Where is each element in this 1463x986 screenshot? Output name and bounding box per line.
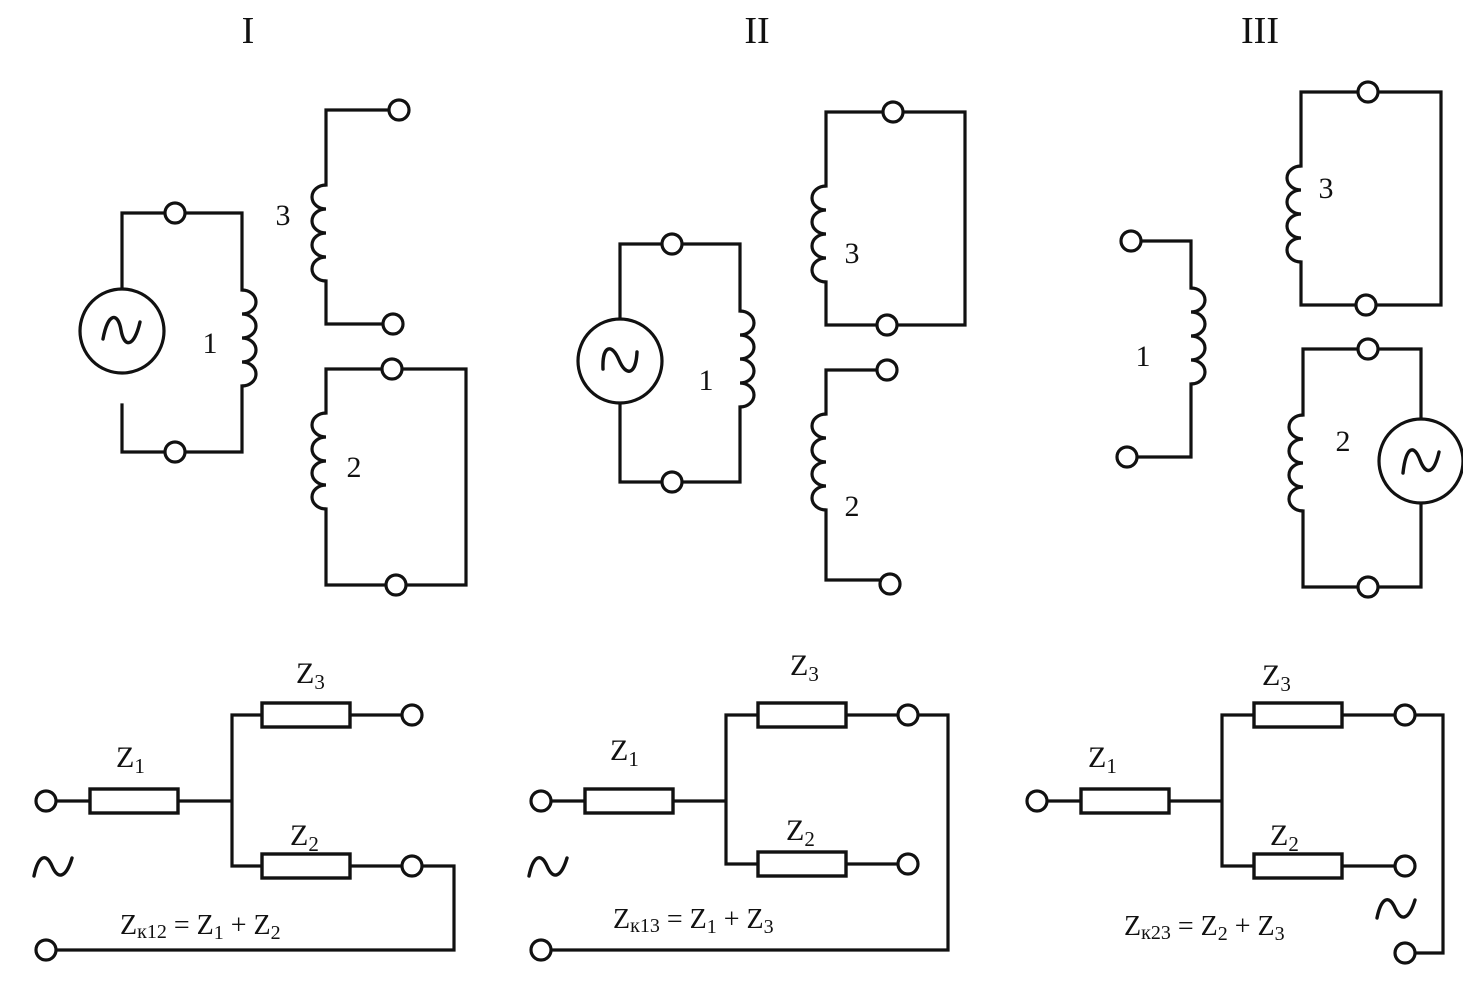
impedance-z3 bbox=[1252, 701, 1344, 729]
impedance-z2 bbox=[1252, 852, 1344, 880]
winding-3-circuit bbox=[324, 108, 401, 326]
panel-1-schematic: I 1 3 2 bbox=[78, 10, 468, 597]
terminal-icon bbox=[1356, 575, 1380, 599]
z3-label: Z3 bbox=[296, 657, 325, 694]
terminal-icon bbox=[660, 470, 684, 494]
inductor-coil-icon bbox=[310, 411, 327, 511]
terminal-icon bbox=[1354, 293, 1378, 317]
terminal-icon bbox=[1025, 789, 1049, 813]
ac-source-icon bbox=[1377, 417, 1463, 505]
short-circuit-impedance-formula: Zк13 = Z1 + Z3 bbox=[613, 904, 774, 938]
winding-1-circuit bbox=[120, 211, 244, 454]
z3-label: Z3 bbox=[790, 649, 819, 686]
ac-source-icon bbox=[78, 287, 166, 375]
coil-label-3: 3 bbox=[845, 237, 860, 270]
coil-label-1: 1 bbox=[203, 327, 218, 360]
equivalent-circuit-wires bbox=[1035, 713, 1445, 955]
terminal-icon bbox=[1356, 337, 1380, 361]
terminal-icon bbox=[381, 312, 405, 336]
panel-title: I bbox=[242, 10, 255, 52]
terminal-icon bbox=[400, 854, 424, 878]
z2-label: Z2 bbox=[290, 819, 319, 856]
terminal-icon bbox=[1115, 445, 1139, 469]
ac-source-icon bbox=[576, 317, 664, 405]
coil-label-3: 3 bbox=[276, 199, 291, 232]
z3-label: Z3 bbox=[1262, 659, 1291, 696]
coil-label-1: 1 bbox=[1136, 340, 1151, 373]
impedance-z2 bbox=[756, 850, 848, 878]
panel-2-equivalent-circuit: Z1 Z3 Z2 Zк13 = Z1 + Z3 bbox=[527, 649, 950, 962]
short-circuit-impedance-formula: Zк23 = Z2 + Z3 bbox=[1124, 911, 1285, 945]
terminal-icon bbox=[1393, 941, 1417, 965]
coil-label-2: 2 bbox=[845, 490, 860, 523]
terminal-icon bbox=[875, 358, 899, 382]
winding-1-circuit bbox=[1125, 239, 1193, 459]
panel-title: III bbox=[1241, 10, 1279, 52]
equivalent-circuit-wires bbox=[44, 713, 456, 952]
z1-label: Z1 bbox=[610, 734, 639, 771]
z1-label: Z1 bbox=[1088, 741, 1117, 778]
panel-3-equivalent-circuit: Z1 Z3 Z2 Zк23 = Z2 + Z3 bbox=[1025, 659, 1445, 965]
inductor-coil-icon bbox=[810, 412, 827, 512]
equivalent-circuit-wires bbox=[539, 713, 950, 952]
terminal-icon bbox=[34, 789, 58, 813]
winding-3-circuit bbox=[824, 110, 967, 327]
short-circuit-impedance-formula: Zк12 = Z1 + Z2 bbox=[120, 910, 281, 944]
panel-1-equivalent-circuit: Z1 Z3 Z2 Zк12 = Z1 + Z2 bbox=[32, 657, 456, 962]
coil-label-3: 3 bbox=[1319, 172, 1334, 205]
terminal-icon bbox=[163, 201, 187, 225]
inductor-coil-icon bbox=[310, 183, 327, 283]
impedance-z3 bbox=[756, 701, 848, 729]
ac-symbol-icon bbox=[527, 856, 569, 878]
coil-label-2: 2 bbox=[347, 451, 362, 484]
terminal-icon bbox=[380, 357, 404, 381]
terminal-icon bbox=[896, 852, 920, 876]
terminal-icon bbox=[387, 98, 411, 122]
inductor-coil-icon bbox=[1190, 286, 1207, 386]
z2-label: Z2 bbox=[1270, 819, 1299, 856]
winding-2-circuit bbox=[324, 367, 468, 587]
terminal-icon bbox=[896, 703, 920, 727]
terminal-icon bbox=[875, 313, 899, 337]
z1-label: Z1 bbox=[116, 741, 145, 778]
terminal-icon bbox=[163, 440, 187, 464]
inductor-coil-icon bbox=[1285, 164, 1302, 264]
coil-label-2: 2 bbox=[1336, 425, 1351, 458]
terminal-icon bbox=[660, 232, 684, 256]
winding-2-circuit bbox=[824, 368, 892, 582]
terminal-icon bbox=[529, 938, 553, 962]
terminal-icon bbox=[34, 938, 58, 962]
panel-title: II bbox=[744, 10, 769, 52]
winding-3-circuit bbox=[1299, 90, 1443, 307]
coil-label-1: 1 bbox=[699, 364, 714, 397]
terminal-icon bbox=[1393, 854, 1417, 878]
impedance-z1 bbox=[88, 787, 180, 815]
ac-symbol-icon bbox=[1375, 898, 1417, 920]
ac-symbol-icon bbox=[32, 856, 74, 878]
terminal-icon bbox=[878, 572, 902, 596]
terminal-icon bbox=[1119, 229, 1143, 253]
terminal-icon bbox=[1393, 703, 1417, 727]
winding-1-circuit bbox=[618, 242, 742, 484]
z2-label: Z2 bbox=[786, 814, 815, 851]
panel-3-schematic: III 1 3 2 bbox=[1115, 10, 1463, 599]
impedance-z1 bbox=[583, 787, 675, 815]
impedance-z3 bbox=[260, 701, 352, 729]
inductor-coil-icon bbox=[810, 184, 827, 284]
terminal-icon bbox=[384, 573, 408, 597]
terminal-icon bbox=[1356, 80, 1380, 104]
impedance-z2 bbox=[260, 852, 352, 880]
terminal-icon bbox=[881, 100, 905, 124]
inductor-coil-icon bbox=[241, 288, 258, 388]
panel-2-schematic: II 1 3 2 bbox=[576, 10, 967, 596]
impedance-z1 bbox=[1079, 787, 1171, 815]
inductor-coil-icon bbox=[1287, 413, 1304, 513]
terminal-icon bbox=[529, 789, 553, 813]
terminal-icon bbox=[400, 703, 424, 727]
inductor-coil-icon bbox=[739, 309, 756, 409]
